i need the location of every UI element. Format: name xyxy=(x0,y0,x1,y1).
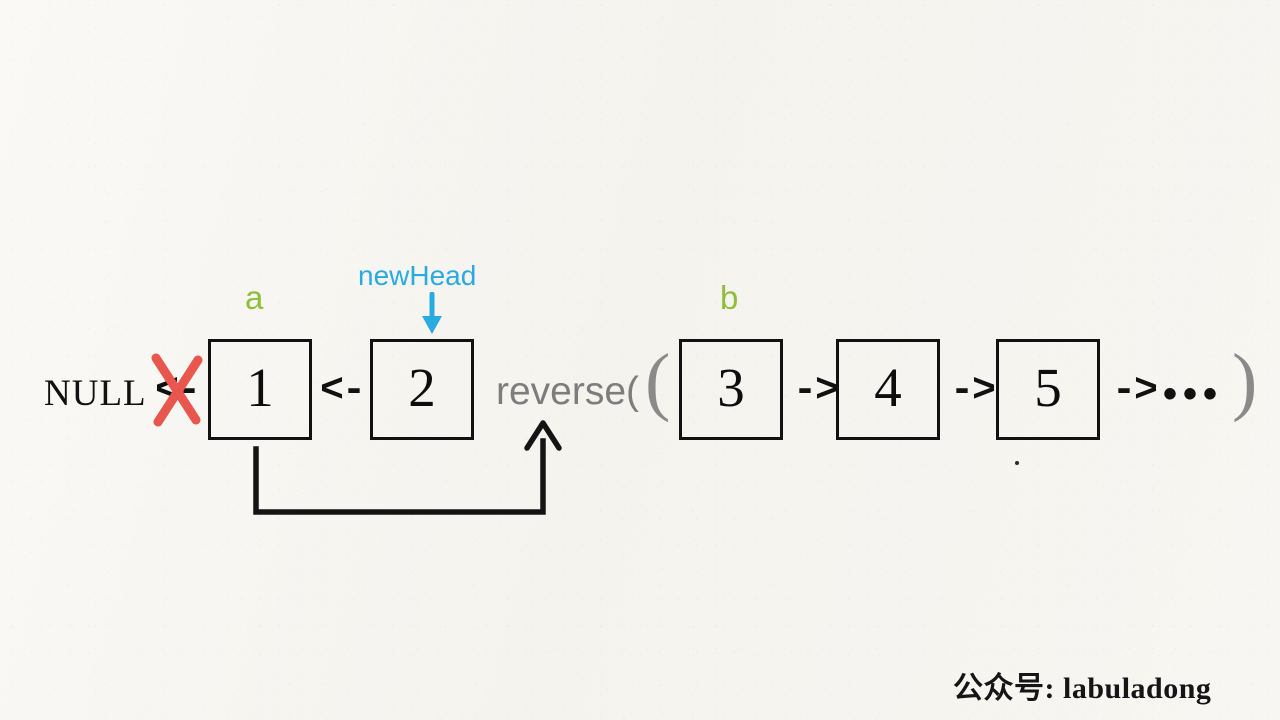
close-paren: ) xyxy=(1232,339,1258,423)
node-box-1: 1 xyxy=(208,339,312,440)
connector-one-to-two: <- xyxy=(320,369,366,414)
node-value-5: 5 xyxy=(1034,357,1062,418)
newhead-arrow-icon xyxy=(422,292,442,334)
null-label: NULL xyxy=(44,373,147,414)
pointer-label-newhead: newHead xyxy=(358,260,477,291)
node-box-4: 4 xyxy=(836,339,940,440)
open-paren: ( xyxy=(645,339,671,423)
reverse-call-label: reverse( xyxy=(496,370,640,413)
node-value-2: 2 xyxy=(408,357,436,418)
node-value-1: 1 xyxy=(246,357,274,418)
connector-five-to-rest: -> xyxy=(1112,369,1158,414)
node-box-2: 2 xyxy=(370,339,474,440)
pointer-label-a: a xyxy=(245,279,264,316)
ink-speck xyxy=(1015,461,1019,465)
watermark-label: 公众号: labuladong xyxy=(953,672,1212,705)
connector-four-to-five: -> xyxy=(950,369,996,414)
ellipsis-label: ••• xyxy=(1163,372,1224,416)
node-value-3: 3 xyxy=(717,357,745,418)
pointer-label-b: b xyxy=(720,279,739,316)
node-box-5: 5 xyxy=(996,339,1100,440)
node-box-3: 3 xyxy=(679,339,783,440)
node-value-4: 4 xyxy=(874,357,902,418)
recursion-elbow-arrow-icon xyxy=(253,420,562,515)
connector-three-to-four: -> xyxy=(793,369,839,414)
red-cross-icon xyxy=(151,353,203,427)
